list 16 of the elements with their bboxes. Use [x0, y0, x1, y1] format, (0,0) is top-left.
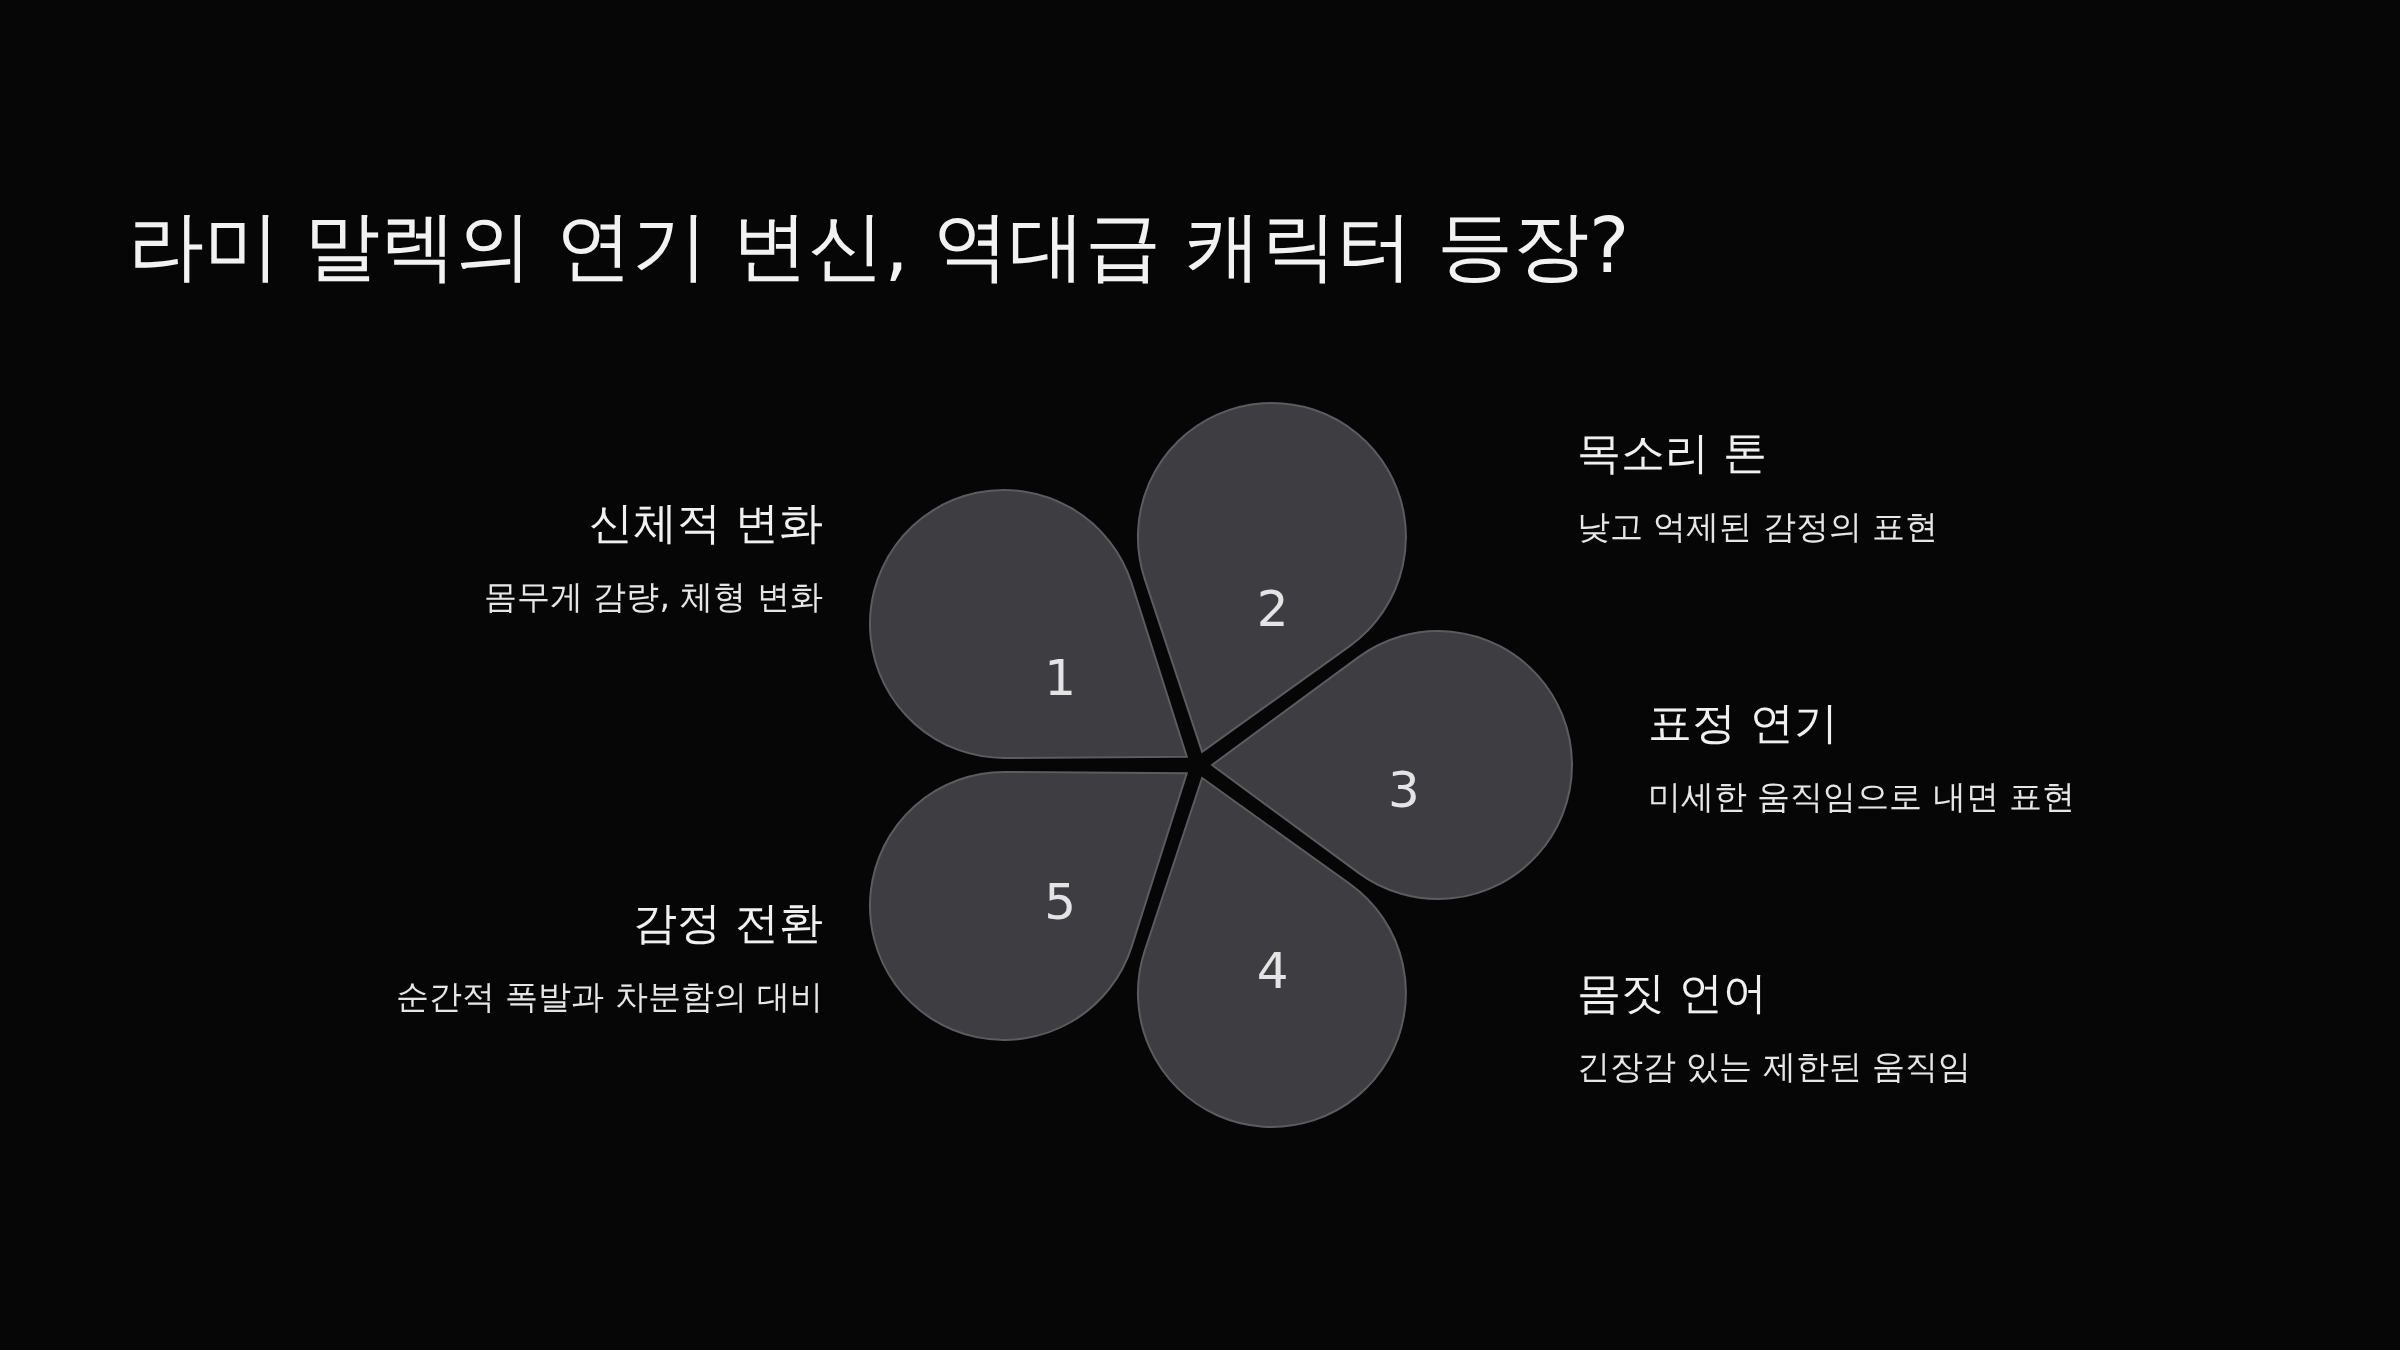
heading: 감정 전환 [633, 897, 823, 950]
description: 미세한 움직임으로 내면 표현 [1648, 777, 2076, 817]
description: 순간적 폭발과 차분함의 대비 [396, 977, 824, 1017]
description: 낮고 억제된 감정의 표현 [1577, 507, 1939, 547]
heading: 몸짓 언어 [1577, 967, 1767, 1020]
petal-number: 4 [1256, 945, 1289, 996]
heading: 목소리 톤 [1577, 427, 1767, 480]
heading: 신체적 변화 [589, 497, 823, 550]
petal-number: 5 [1044, 876, 1077, 927]
title: 라미 말렉의 연기 변신, 역대급 캐릭터 등장? [128, 200, 1630, 292]
heading: 표정 연기 [1648, 697, 1838, 750]
petal-number: 1 [1044, 653, 1077, 704]
petal-number: 2 [1256, 584, 1289, 635]
petal-number: 3 [1388, 765, 1420, 815]
description: 긴장감 있는 제한된 움직임 [1577, 1047, 1972, 1087]
description: 몸무게 감량, 체형 변화 [484, 577, 823, 617]
